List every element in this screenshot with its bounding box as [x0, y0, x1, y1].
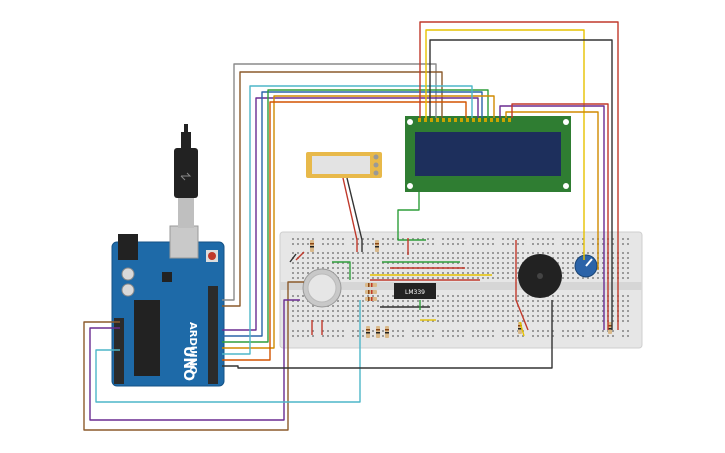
- lcd-display: [405, 116, 571, 192]
- arduino-uno-board: ARDUINO UNO: [111, 225, 225, 387]
- potentiometer-icon: [574, 254, 598, 278]
- lcd-pin-header: [418, 118, 511, 122]
- wires: [83, 21, 619, 431]
- resistors: [310, 240, 612, 338]
- gas-sensor-icon: [302, 268, 342, 308]
- board-brand: ARDUINO: [187, 322, 198, 374]
- chip-label: LM339: [405, 289, 425, 296]
- board-model: UNO: [180, 346, 196, 381]
- piezo-buzzer-icon: [518, 254, 562, 298]
- usb-cable-icon: [174, 124, 198, 228]
- lm339-chip: LM339: [394, 283, 436, 299]
- gas-sensor-module: [306, 152, 382, 178]
